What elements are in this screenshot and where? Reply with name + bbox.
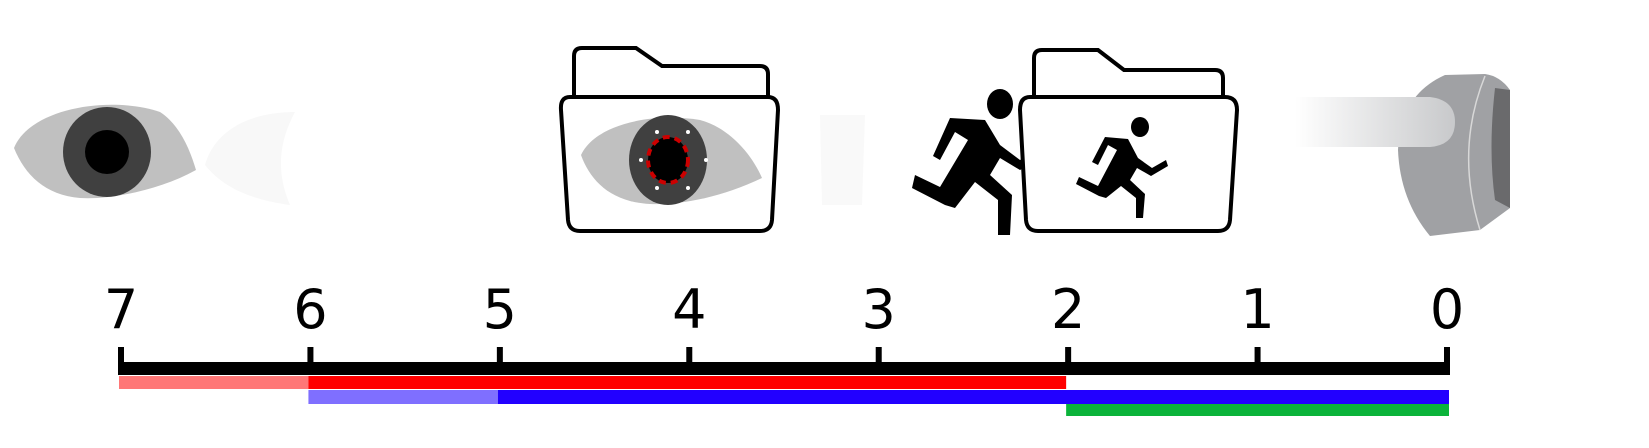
axis-tick [686, 347, 693, 363]
axis-tick [875, 347, 882, 363]
range-bar [497, 390, 1449, 404]
tick-label: 0 [1430, 278, 1464, 341]
gray-device-icon [1295, 74, 1510, 236]
axis-tick [1254, 347, 1261, 363]
tick-label: 6 [293, 278, 327, 341]
tick-label: 7 [104, 278, 138, 341]
axis-tick [1444, 347, 1450, 363]
axis-line [118, 362, 1450, 375]
folder-running-person-icon [1017, 48, 1240, 233]
axis-tick [1065, 347, 1072, 363]
range-bar [1066, 404, 1449, 416]
tick-label: 5 [483, 278, 517, 341]
range-bars [119, 376, 1449, 416]
axis-tick [496, 347, 503, 363]
faded-eyelid-icon [205, 112, 295, 205]
range-bar [308, 390, 498, 404]
eye-icon [14, 104, 196, 199]
range-bar [308, 376, 1067, 389]
running-person-icon [912, 89, 1045, 235]
range-bar [119, 376, 309, 389]
timeline-axis: 7 6 5 4 3 2 1 0 [104, 278, 1464, 375]
axis-tick [307, 347, 314, 363]
tick-label: 1 [1240, 278, 1274, 341]
tick-label: 3 [862, 278, 896, 341]
axis-tick [118, 347, 124, 363]
folder-eye-icon [558, 46, 781, 233]
tick-label: 2 [1051, 278, 1085, 341]
faded-shape-icon [820, 115, 865, 205]
tick-label: 4 [672, 278, 706, 341]
